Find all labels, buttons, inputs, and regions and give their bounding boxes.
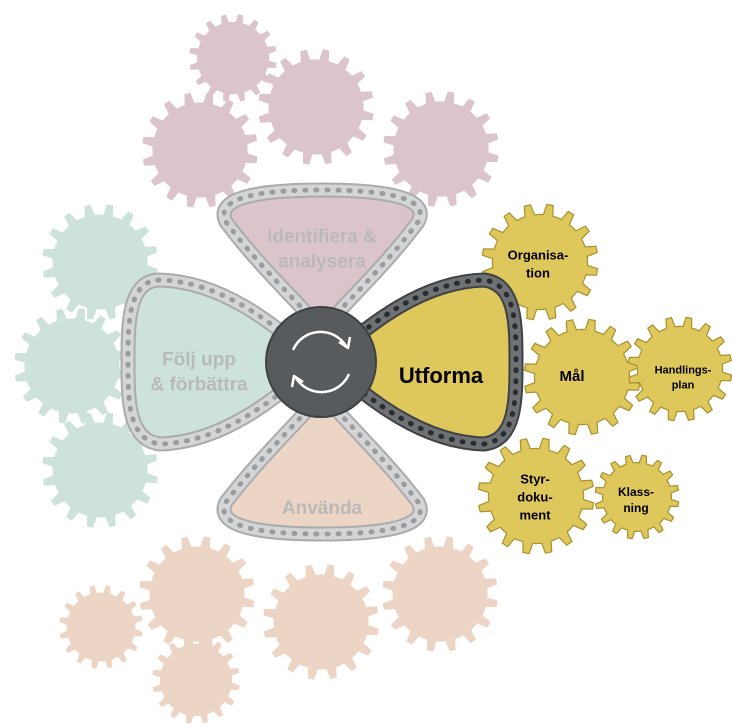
handlingsplan-gear-label-line: plan [672, 379, 695, 391]
design-petal [326, 280, 516, 444]
use-label: Använda [282, 498, 363, 519]
follow-label-line: & förbättra [150, 375, 248, 396]
klassning-gear-label-line: ning [623, 501, 648, 515]
identify-gear-4 [383, 91, 499, 207]
follow-label-line: Följ upp [162, 350, 236, 371]
follow-petal [128, 280, 318, 444]
mal-gear-label-line: Mål [559, 368, 584, 385]
identify-gear-1 [189, 14, 277, 102]
organisation-gear-label-line: tion [526, 265, 550, 280]
design-label-line: Utforma [399, 363, 484, 388]
handlingsplan-gear-label: Handlings-plan [655, 364, 712, 391]
use-gear-2 [263, 564, 379, 680]
follow-chain [120, 272, 326, 452]
use-gear-3 [382, 536, 498, 652]
follow-gear-3 [42, 412, 158, 528]
use-gear-4 [59, 585, 143, 669]
handlingsplan-gear [627, 316, 732, 422]
identify-chain [216, 182, 428, 338]
mal-gear-label: Mål [559, 368, 584, 385]
identify-label-line: Identifiera & [267, 227, 377, 248]
identify-petal [224, 190, 421, 330]
cycle-arrows-icon [290, 330, 352, 394]
identify-gear-3 [258, 49, 374, 165]
follow-label: Följ upp & förbättra [150, 350, 248, 396]
styrdokument-gear-label-line: Styr- [520, 471, 550, 486]
organisation-gear-label: Organisa-tion [508, 247, 569, 280]
use-chain [216, 386, 428, 542]
styrdokument-gear-label-line: ment [519, 507, 551, 522]
styrdokument-gear [477, 437, 595, 555]
cycle-hub [265, 306, 377, 418]
follow-gear-1 [42, 204, 158, 320]
identify-label: Identifiera & analysera [267, 227, 377, 273]
handlingsplan-gear-label-line: Handlings- [655, 364, 712, 376]
use-gear-5 [152, 636, 240, 724]
use-label-line: Använda [282, 498, 363, 519]
follow-gear-2 [14, 308, 130, 424]
use-petal [224, 394, 421, 534]
klassning-gear-label-line: Klass- [618, 485, 654, 499]
design-label: Utforma [399, 363, 484, 388]
styrdokument-gear-label: Styr-doku-ment [517, 471, 552, 522]
design-chain [318, 272, 524, 452]
identify-gear-2 [142, 92, 258, 208]
klassning-gear [594, 454, 680, 540]
use-gear-1 [139, 536, 255, 652]
organisation-gear-label-line: Organisa- [508, 247, 569, 262]
mal-gear [523, 318, 641, 436]
styrdokument-gear-label-line: doku- [517, 489, 552, 504]
klassning-gear-label: Klass-ning [618, 485, 654, 515]
identify-label-line: analysera [278, 252, 366, 273]
